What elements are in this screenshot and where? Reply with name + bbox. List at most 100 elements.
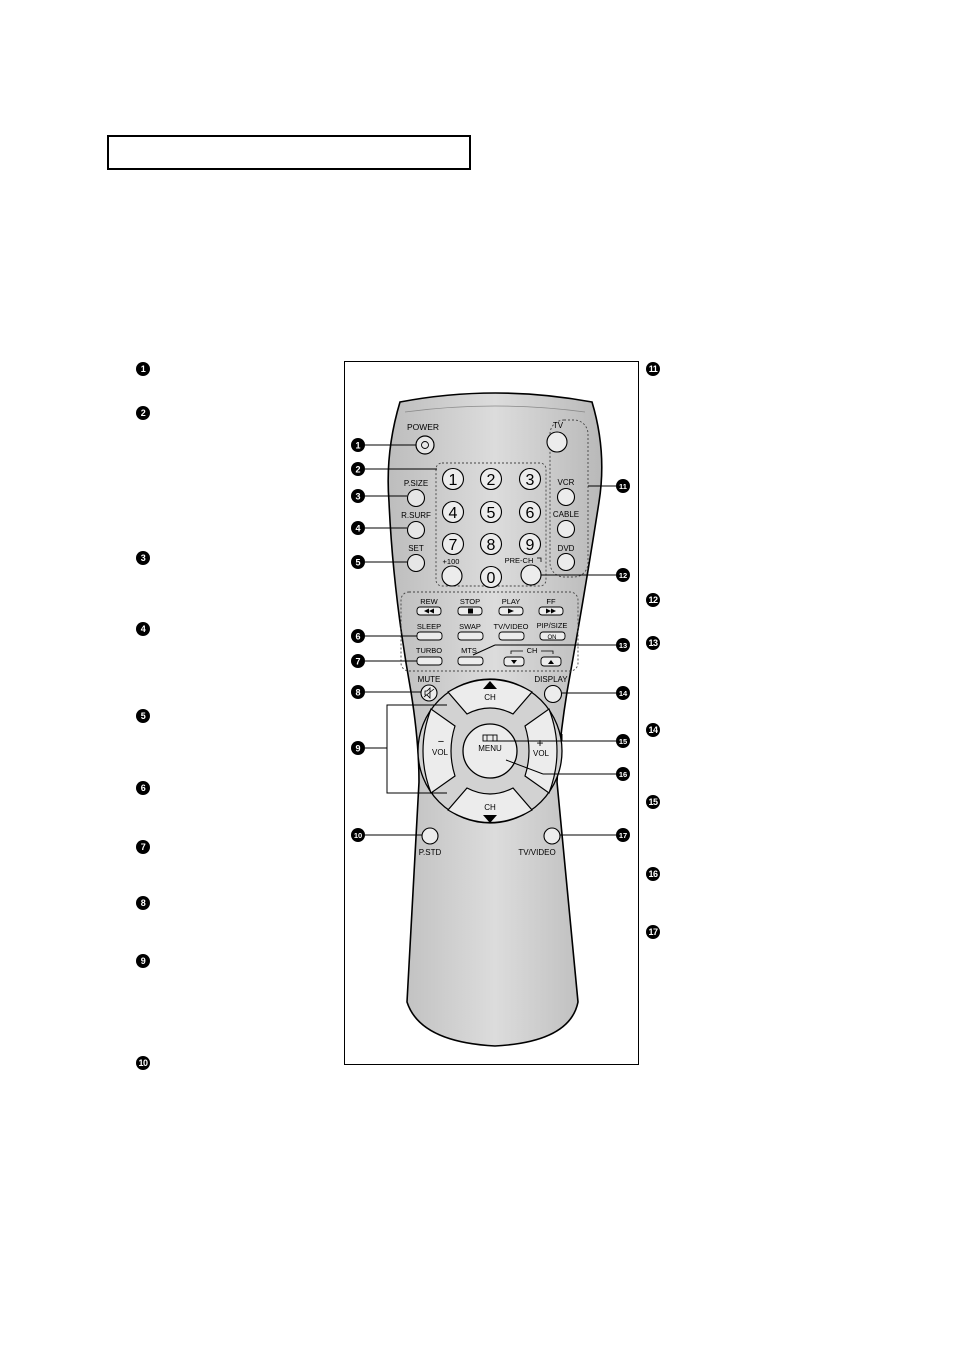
set-button[interactable] <box>406 553 426 573</box>
callout-12-number: 12 <box>619 571 627 580</box>
legend-marker-7: 7 <box>136 840 150 854</box>
callout-6-number: 6 <box>355 632 360 642</box>
digit-2-button[interactable] <box>479 467 503 491</box>
cable-mode-button[interactable] <box>556 519 576 539</box>
swap-label: SWAP <box>459 622 481 631</box>
legend-marker-4: 4 <box>136 622 150 636</box>
callout-4-number: 4 <box>355 524 360 534</box>
vcr-mode-button[interactable] <box>556 487 576 507</box>
digit-1-button[interactable] <box>441 467 465 491</box>
vol-up-button[interactable] <box>524 708 558 794</box>
turbo-button[interactable] <box>416 656 443 666</box>
legend-marker-11: 11 <box>646 362 660 376</box>
menu-button[interactable] <box>462 723 518 779</box>
legend-marker-14: 14 <box>646 723 660 737</box>
sleep-label: SLEEP <box>417 622 441 631</box>
pip-on-label: ON <box>548 635 557 641</box>
cable-label: CABLE <box>553 510 579 519</box>
stop-icon <box>468 608 473 614</box>
arrow-up-icon <box>548 660 554 664</box>
legend-marker-1: 1 <box>136 362 150 376</box>
vol-minus-label: − <box>438 736 444 748</box>
rsurf-label: R.SURF <box>401 511 431 520</box>
pstd-label: P.STD <box>419 848 442 857</box>
digit-0-button[interactable] <box>479 565 503 589</box>
plus100-button[interactable] <box>441 565 463 587</box>
ch-small-bracket <box>510 650 554 654</box>
remote-top-edge <box>404 405 586 413</box>
tv-mode-button[interactable] <box>546 431 568 453</box>
callout-5-number: 5 <box>355 558 360 568</box>
leader-line-13a <box>472 644 496 656</box>
digit-9-button[interactable] <box>518 532 542 556</box>
display-button[interactable] <box>543 684 563 704</box>
callout-14 <box>616 686 630 700</box>
rsurf-button[interactable] <box>406 520 426 540</box>
callout-2-number: 2 <box>355 465 360 475</box>
legend-marker-6: 6 <box>136 781 150 795</box>
pstd-button[interactable] <box>421 827 439 845</box>
digit-8-label: 8 <box>487 537 496 554</box>
callout-12 <box>616 568 630 582</box>
callout-8 <box>351 685 365 699</box>
mute-icon <box>423 687 435 699</box>
vol-plus-label: + <box>536 736 543 750</box>
dvd-mode-button[interactable] <box>556 552 576 572</box>
prech-bracket <box>537 557 542 562</box>
power-label: POWER <box>407 422 439 432</box>
digit-4-button[interactable] <box>441 500 465 524</box>
digit-8-button[interactable] <box>479 532 503 556</box>
ch-small-label: CH <box>527 646 538 655</box>
legend-marker-17: 17 <box>646 925 660 939</box>
mts-button[interactable] <box>457 656 484 666</box>
prech-label: PRE-CH <box>505 556 534 565</box>
swap-button[interactable] <box>457 631 484 641</box>
legend-marker-8: 8 <box>136 896 150 910</box>
callout-14-number: 14 <box>619 689 628 698</box>
ch-up-button[interactable] <box>447 678 533 715</box>
ch-down-label: CH <box>484 803 496 812</box>
digit-5-label: 5 <box>487 505 496 522</box>
psize-button[interactable] <box>406 488 426 508</box>
function-button-group <box>400 591 579 672</box>
callout-11-number: 11 <box>619 482 627 491</box>
legend-marker-3: 3 <box>136 551 150 565</box>
fast-forward-icon <box>546 608 556 614</box>
callout-leader-lines <box>365 444 616 836</box>
sleep-button[interactable] <box>416 631 443 641</box>
legend-marker-10: 10 <box>136 1056 150 1070</box>
digit-5-button[interactable] <box>479 500 503 524</box>
tvvideo-small-button[interactable] <box>498 631 525 641</box>
digit-2-label: 2 <box>487 472 496 489</box>
mute-label: MUTE <box>418 675 441 684</box>
digit-7-button[interactable] <box>441 532 465 556</box>
callout-6 <box>351 629 365 643</box>
callout-15-number: 15 <box>619 737 627 746</box>
tvvideo-button[interactable] <box>543 827 561 845</box>
display-label: DISPLAY <box>534 675 568 684</box>
digit-keys: 1 2 3 4 5 6 7 8 9 +100 0 PRE-CH <box>441 467 542 589</box>
ch-down-button[interactable] <box>447 787 533 824</box>
remote-illustration: POWER P.SIZE R.SURF SET 1 2 3 4 5 6 7 8 … <box>351 392 630 1047</box>
ch-down-arrow-icon <box>483 815 497 823</box>
digit-7-label: 7 <box>449 537 458 554</box>
callout-5 <box>351 555 365 569</box>
rew-label: REW <box>420 597 438 606</box>
legend-marker-5: 5 <box>136 709 150 723</box>
plus100-label: +100 <box>443 557 460 566</box>
ch-up-label: CH <box>484 693 496 702</box>
power-button[interactable] <box>415 435 435 455</box>
digit-0-label: 0 <box>487 570 496 587</box>
digit-3-button[interactable] <box>518 467 542 491</box>
stop-label: STOP <box>460 597 480 606</box>
callout-4 <box>351 521 365 535</box>
prech-button[interactable] <box>520 564 542 586</box>
pip-on-button[interactable] <box>539 631 566 641</box>
tvvideo-small-label: TV/VIDEO <box>493 622 528 631</box>
callout-16-number: 16 <box>619 770 627 779</box>
digit-6-button[interactable] <box>518 500 542 524</box>
dvd-label: DVD <box>558 544 575 553</box>
device-select-group <box>549 419 589 578</box>
callout-9-number: 9 <box>355 744 360 754</box>
mts-label: MTS <box>461 646 477 655</box>
